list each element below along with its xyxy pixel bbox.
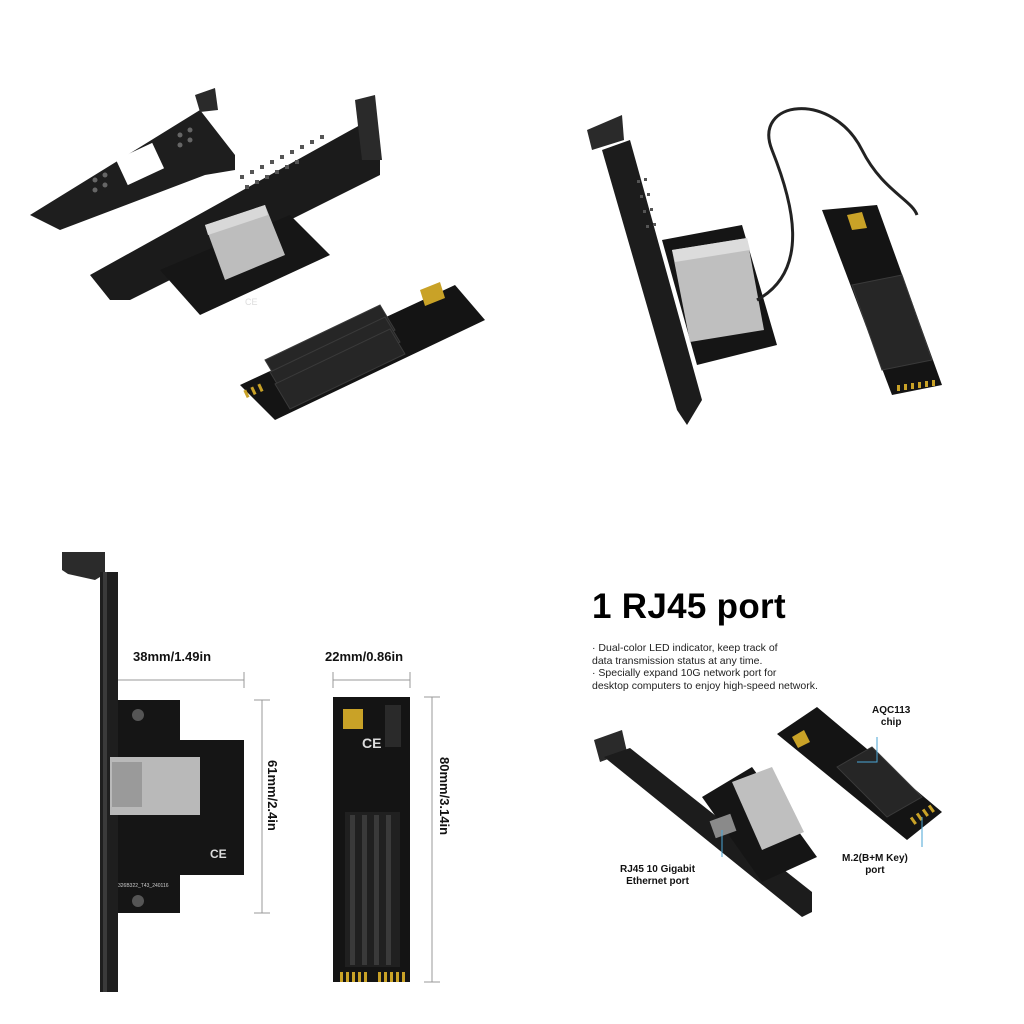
rj45-daughter-board: CE [160,205,330,315]
callout-label: RJ45 10 Gigabit [620,864,696,875]
full-height-bracket [587,115,702,425]
rj45-callout: RJ45 10 Gigabit Ethernet port [620,864,695,887]
dimension-drawing: CE 326B322_T43_240116 CE [62,552,440,992]
board-width-label: 38mm/1.49in [133,649,212,664]
board-height-label: 61mm/2.4in [265,760,280,831]
svg-text:CE: CE [362,735,381,751]
connection-cable [756,107,919,302]
full-height-bracket [90,95,382,300]
m2-gold-fingers [340,972,405,982]
callout-label: port [865,864,885,876]
callout-label: Ethernet port [626,875,689,887]
callout-label: M.2(B+M Key) [842,853,908,864]
features-panel: 1 RJ45 port · Dual-color LED indicator, … [512,512,1024,1024]
feature-line: desktop computers to enjoy high-speed ne… [592,679,818,692]
product-photo-assembled [512,0,1024,512]
m2-callout: M.2(B+M Key) port [842,853,908,876]
page-title: 1 RJ45 port [592,587,786,626]
m2-width-label: 22mm/0.86in [325,649,404,664]
callout-label: chip [880,716,902,728]
svg-text:CE: CE [210,847,227,861]
pcb-code: 326B322_T43_240116 [118,883,169,889]
m2-card-with-heatsink [777,707,942,840]
product-photo-exploded: CE [0,0,512,512]
assembled-view-illustration [587,107,942,425]
feature-line: · Dual-color LED indicator, keep track o… [592,642,778,654]
rj45-daughter-board: CE 326B322_T43_240116 [110,700,244,913]
m2-card-with-heatsink [822,205,942,395]
feature-line: data transmission status at any time. [592,654,763,667]
chip-callout: AQC113 chip [872,705,910,728]
feature-description: · Dual-color LED indicator, keep track o… [592,642,922,692]
features-illustration [594,707,942,917]
rj45-daughter-board [662,225,777,365]
m2-card: CE [333,697,410,982]
m2-card-with-heatsink [240,282,485,420]
full-height-bracket [62,552,118,992]
rj45-daughter-board [702,767,817,882]
m2-height-label: 80mm/3.14in [437,757,452,836]
board-dimension-lines [118,672,270,914]
feature-line: · Specially expand 10G network port for [592,667,777,679]
dimensions-panel: CE 326B322_T43_240116 CE [0,512,512,1024]
callout-label: AQC113 [872,705,911,716]
callout-lines [721,737,923,857]
low-profile-bracket [30,88,235,230]
m2-dimension-lines [332,672,440,983]
exploded-view-illustration: CE [30,88,485,420]
svg-text:CE: CE [245,297,258,307]
